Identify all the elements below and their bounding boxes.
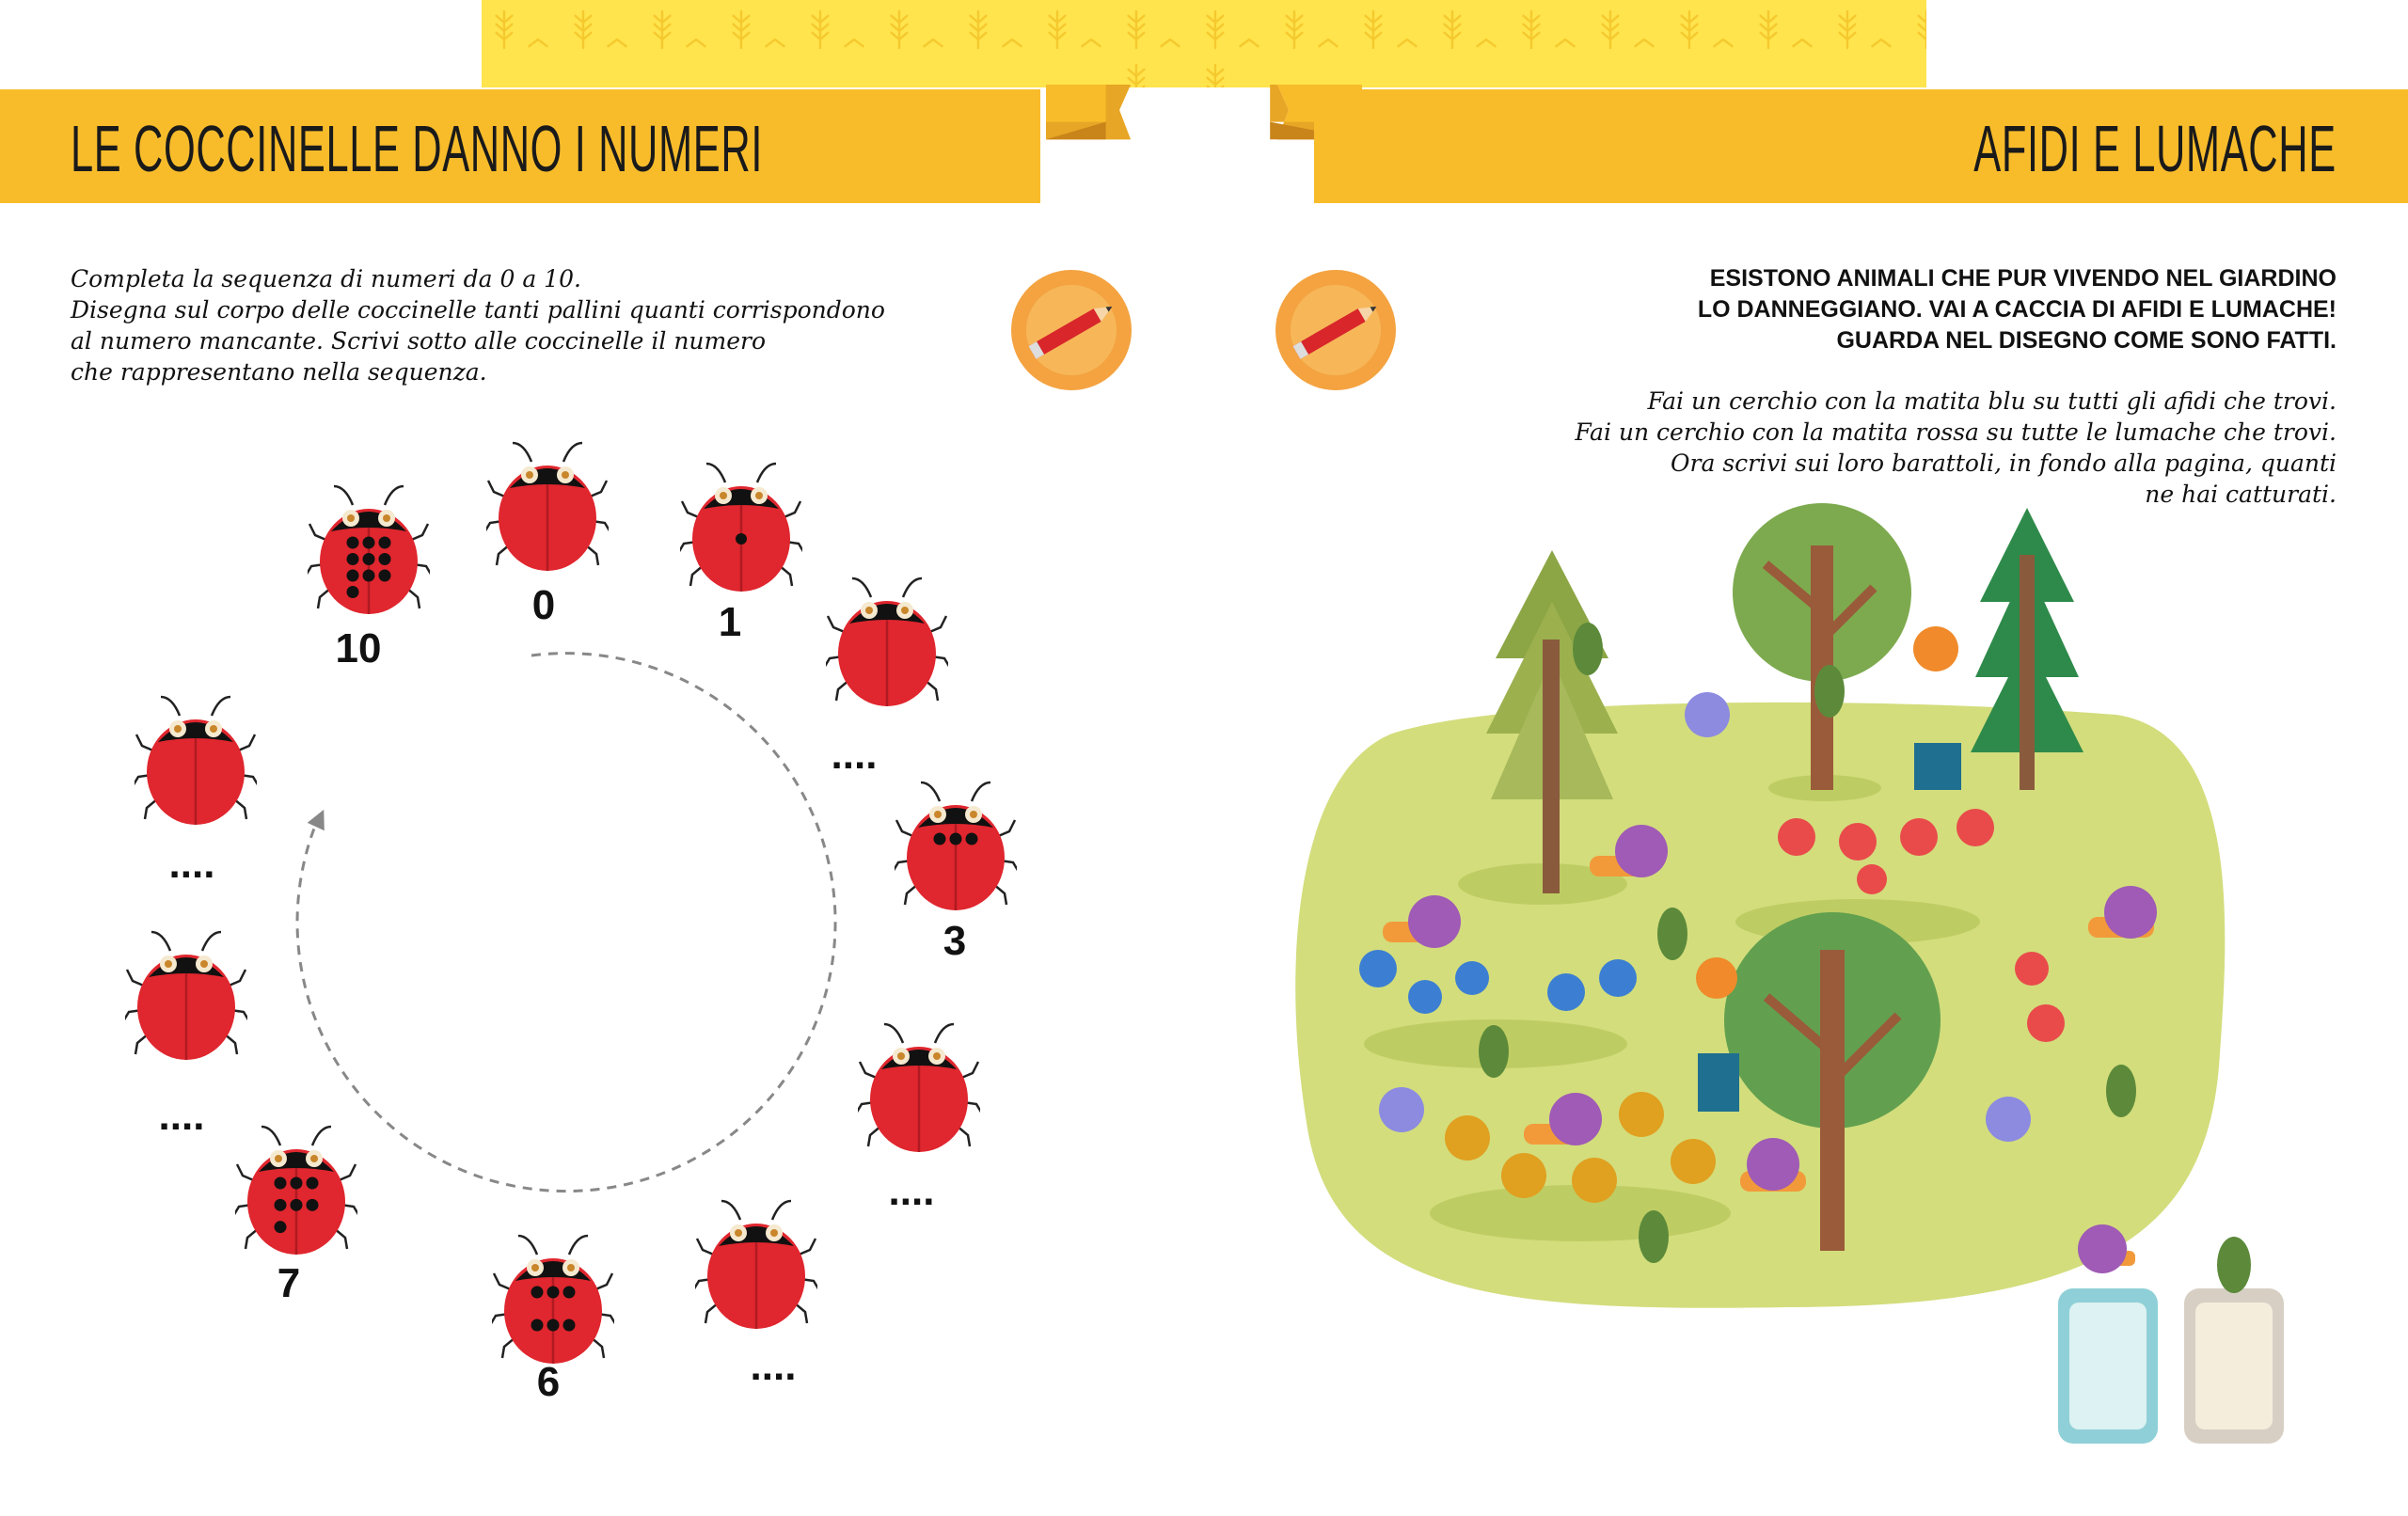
intro-line: ESISTONO ANIMALI CHE PUR VIVENDO NEL GIA… <box>1709 265 2337 292</box>
ladybug <box>492 1234 614 1364</box>
ladybug <box>826 576 948 706</box>
ladybug-number-label: 0 <box>531 582 556 628</box>
instruction-line: Completa la sequenza di numeri da 0 a 10… <box>71 265 581 292</box>
ladybug-number-label: .... <box>158 1093 205 1139</box>
ladybug-number-label: 3 <box>943 918 967 964</box>
jars <box>2058 1224 2284 1444</box>
ladybug <box>135 695 257 825</box>
garden-illustration <box>1295 503 2284 1444</box>
ladybug-number-label: .... <box>750 1343 797 1389</box>
pencil-icon <box>1011 270 1132 390</box>
instruction-line: ne hai catturati. <box>2145 481 2337 508</box>
intro-bold-right: ESISTONO ANIMALI CHE PUR VIVENDO NEL GIA… <box>1698 263 2337 356</box>
instruction-line: al numero mancante. Scrivi sotto alle co… <box>71 327 767 355</box>
instructions-right: Fai un cerchio con la matita blu su tutt… <box>1575 386 2337 510</box>
instructions-left: Completa la sequenza di numeri da 0 a 10… <box>71 263 885 387</box>
instruction-line: Ora scrivi sui loro barattoli, in fondo … <box>1671 450 2337 477</box>
title-banner-left <box>0 89 1040 203</box>
intro-line: LO DANNEGGIANO. VAI A CACCIA DI AFIDI E … <box>1697 296 2337 323</box>
title-banner-right <box>1314 89 2408 203</box>
ladybug <box>858 1022 980 1152</box>
ladybug-number-label: 6 <box>536 1359 561 1405</box>
ladybug-number-label: 10 <box>335 625 382 671</box>
instruction-line: che rappresentano nella sequenza. <box>71 358 487 386</box>
ladybug-number-label: 7 <box>277 1260 301 1306</box>
intro-line: GUARDA NEL DISEGNO COME SONO FATTI. <box>1836 327 2337 354</box>
ladybug <box>486 441 609 571</box>
ladybug-number-label: 1 <box>718 599 742 645</box>
ladybug <box>695 1199 817 1329</box>
ladybug <box>680 462 802 592</box>
ladybug-number-label: .... <box>168 841 215 887</box>
ladybug <box>308 484 430 614</box>
instruction-line: Disegna sul corpo delle coccinelle tanti… <box>71 296 885 324</box>
page-title-left: LE COCCINELLE DANNO I NUMERI <box>71 112 764 185</box>
ladybug-number-label: .... <box>888 1168 935 1214</box>
aphid <box>1479 623 2136 1263</box>
ladybug <box>125 930 247 1060</box>
instruction-line: Fai un cerchio con la matita blu su tutt… <box>1647 387 2337 415</box>
dashed-sequence-arrow <box>295 652 837 1193</box>
pencil-icon <box>1275 270 1396 390</box>
instruction-line: Fai un cerchio con la matita rossa su tu… <box>1575 418 2337 446</box>
page-title-right: AFIDI E LUMACHE <box>1973 112 2337 185</box>
snail <box>1383 825 2157 1192</box>
ladybug <box>895 781 1017 910</box>
ladybug <box>235 1125 357 1255</box>
ladybug-number-label: .... <box>831 732 878 778</box>
